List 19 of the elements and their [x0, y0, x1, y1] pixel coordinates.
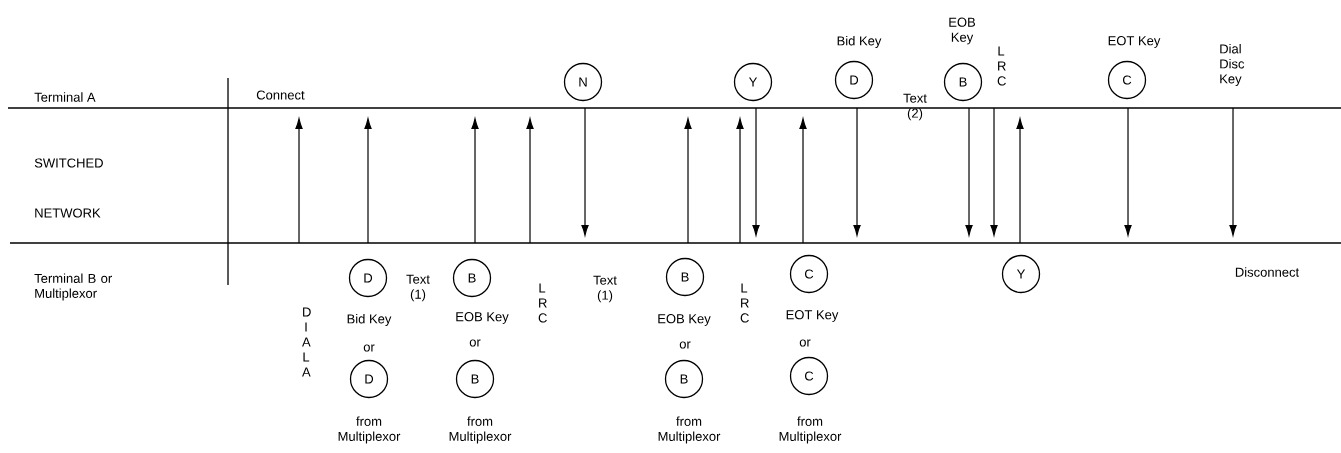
label: L R C: [538, 283, 547, 323]
label: EOB Key: [456, 312, 509, 324]
label: EOB Key: [658, 314, 711, 326]
label: L R C: [997, 46, 1006, 86]
label: Text (1): [593, 275, 617, 303]
label: Disconnect: [1235, 267, 1300, 277]
label: Terminal B or Multiplexor: [34, 273, 112, 301]
label: SWITCHED: [34, 158, 103, 168]
label: or: [469, 339, 481, 347]
label: EOT Key: [786, 310, 839, 322]
label: L R C: [740, 283, 749, 323]
label: Terminal A: [34, 92, 96, 102]
label: Text (1): [406, 274, 430, 302]
label: Text (2): [903, 93, 927, 121]
label: D I A L A: [302, 307, 311, 377]
label: Connect: [256, 90, 305, 100]
label: Bid Key: [347, 313, 392, 327]
label: Dial Disc Key: [1220, 43, 1245, 87]
label: NETWORK: [35, 208, 101, 218]
